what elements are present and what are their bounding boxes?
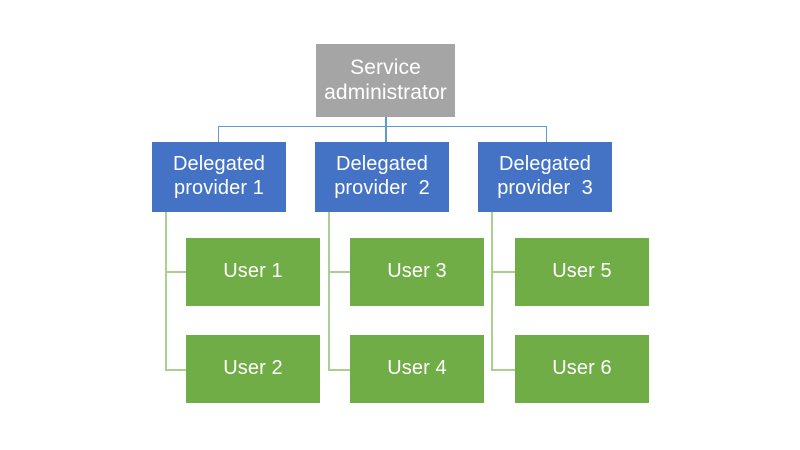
connector-provider-3-to-user-6 <box>491 369 516 371</box>
connector-admin-to-provider-1 <box>218 126 219 143</box>
node-user-3: User 3 <box>350 238 484 306</box>
connector-admin-bus <box>218 126 547 127</box>
node-delegated-provider-1: Delegated provider 1 <box>152 142 286 212</box>
node-user-6: User 6 <box>515 335 649 403</box>
connector-admin-to-provider-3 <box>546 126 547 143</box>
connector-trunk-provider-3 <box>491 212 493 370</box>
connector-admin-stem <box>385 117 387 143</box>
connector-provider-3-to-user-5 <box>491 271 516 273</box>
node-delegated-provider-3: Delegated provider 3 <box>478 142 612 212</box>
node-service-administrator: Service administrator <box>316 44 455 117</box>
connector-trunk-provider-2 <box>328 212 330 370</box>
connector-provider-1-to-user-2 <box>165 369 187 371</box>
connector-provider-2-to-user-4 <box>328 369 351 371</box>
connector-trunk-provider-1 <box>165 212 167 370</box>
node-user-2: User 2 <box>186 335 320 403</box>
node-user-4: User 4 <box>350 335 484 403</box>
connector-admin-to-provider-2 <box>385 126 386 143</box>
node-user-1: User 1 <box>186 238 320 306</box>
connector-provider-1-to-user-1 <box>165 271 187 273</box>
connector-provider-2-to-user-3 <box>328 271 351 273</box>
node-delegated-provider-2: Delegated provider 2 <box>315 142 449 212</box>
node-user-5: User 5 <box>515 238 649 306</box>
